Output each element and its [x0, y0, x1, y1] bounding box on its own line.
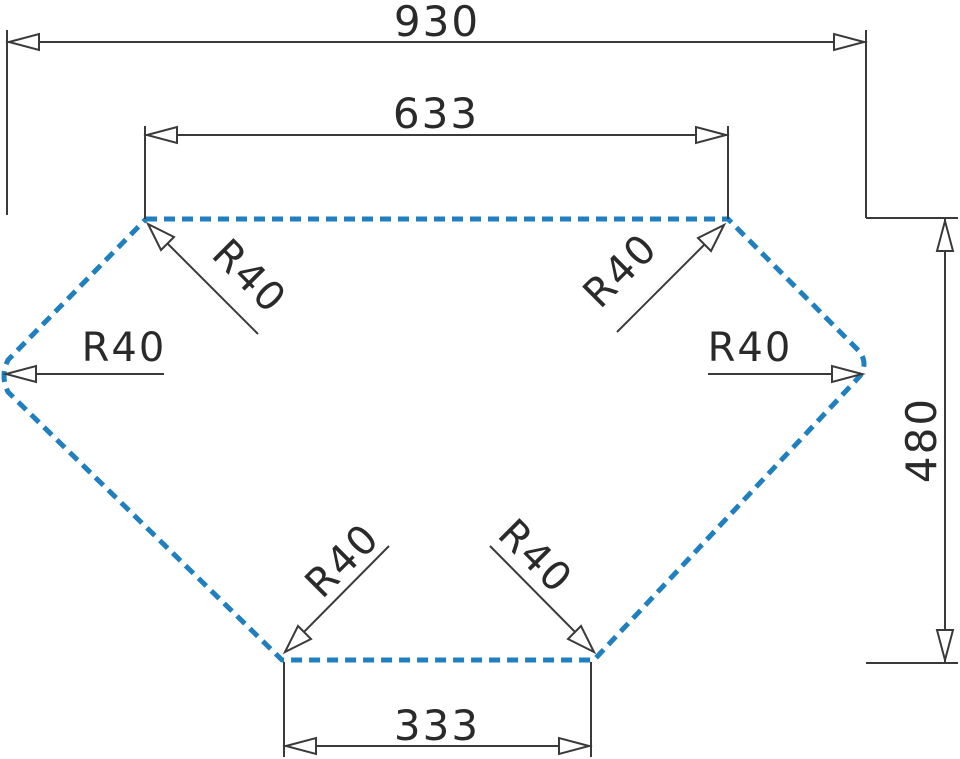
radius-arrow-left: [2, 364, 37, 384]
radius-leader-bottom-right: [489, 545, 584, 641]
radius-label-bottom-left: R40: [297, 515, 389, 607]
radius-arrow-right: [831, 364, 866, 384]
radius-label-bottom-right: R40: [489, 511, 581, 603]
radius-arrow-top-left: [145, 221, 176, 252]
radius-label-top-right: R40: [575, 225, 667, 317]
arrowhead-480-top: [935, 217, 955, 252]
radius-label-left: R40: [82, 325, 167, 371]
radius-label-right: R40: [708, 325, 793, 371]
sink-outline: [1, 216, 867, 663]
radius-arrow-top-right: [696, 222, 727, 253]
radius-label-top-left: R40: [203, 231, 295, 323]
dimension-label-633: 633: [393, 89, 479, 138]
radius-arrow-bottom-right: [566, 624, 597, 655]
arrowhead-633-right: [695, 125, 730, 145]
dimension-label-333: 333: [394, 701, 480, 750]
dimension-label-930: 930: [394, 0, 480, 46]
arrowhead-930-left: [5, 32, 40, 52]
arrowhead-930-right: [833, 32, 868, 52]
radius-leader-top-right: [616, 234, 715, 333]
arrowhead-333-right: [558, 736, 593, 756]
dimension-label-480: 480: [897, 397, 946, 483]
radius-leader-bottom-left: [295, 545, 390, 641]
radius-leader-top-left: [157, 233, 259, 335]
arrowhead-480-bottom: [935, 629, 955, 664]
arrowhead-333-left: [282, 736, 317, 756]
arrowhead-633-left: [143, 125, 178, 145]
radius-arrow-bottom-left: [282, 624, 313, 655]
